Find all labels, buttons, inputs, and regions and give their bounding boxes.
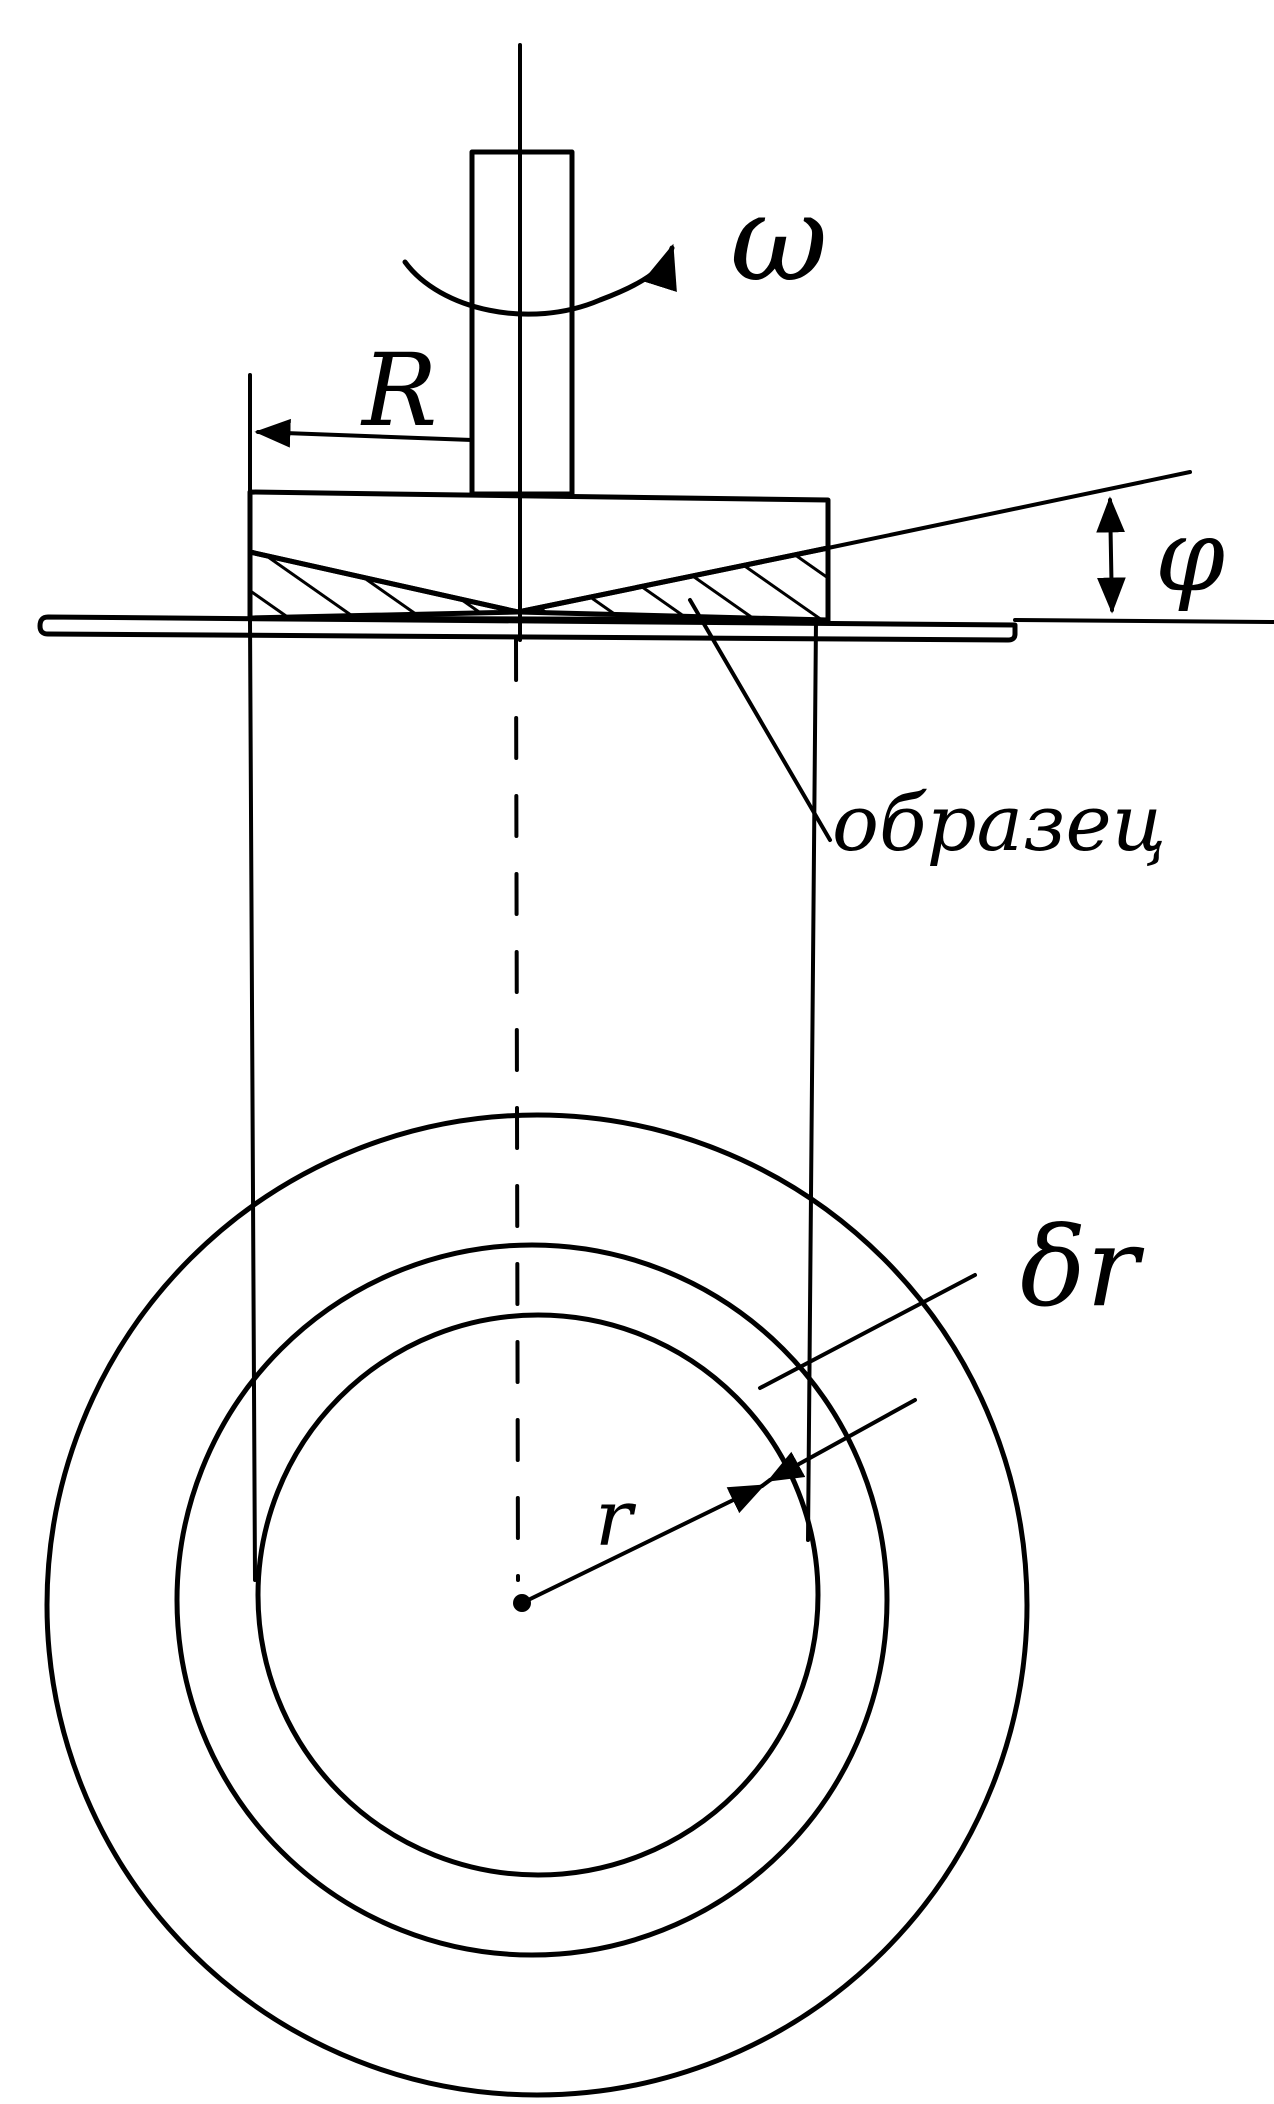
r-dimension-arrow xyxy=(254,418,474,448)
sample-label: образец xyxy=(832,779,1166,869)
angle-label: φ xyxy=(1155,497,1225,614)
radius-big-label: R xyxy=(360,332,437,449)
projection-line-right xyxy=(806,618,818,1542)
radius-small-label: r xyxy=(595,1474,637,1564)
sample-left xyxy=(247,548,519,621)
outer-circle xyxy=(44,1112,1030,2098)
delta-r-label: δr xyxy=(1020,1203,1145,1331)
middle-circle xyxy=(174,1242,890,1958)
axis-line-dashed xyxy=(514,638,520,1582)
plate xyxy=(37,614,1018,643)
inner-circle xyxy=(255,1312,821,1878)
omega-label: ω xyxy=(730,170,828,309)
cone-extension-line xyxy=(826,470,1192,550)
delta-r-leader xyxy=(758,1273,977,1390)
horizontal-reference-line xyxy=(1013,618,1274,624)
sample-leader-line xyxy=(688,598,832,842)
delta-r-inner-extension xyxy=(760,1478,772,1488)
projection-line-left xyxy=(248,618,257,1582)
delta-r-dimension-arrow xyxy=(766,1398,917,1482)
angle-dimension-arrow xyxy=(1096,496,1126,614)
sample-right xyxy=(517,544,831,623)
rotation-arrow xyxy=(402,243,677,317)
r-radius-arrow xyxy=(520,1484,766,1605)
